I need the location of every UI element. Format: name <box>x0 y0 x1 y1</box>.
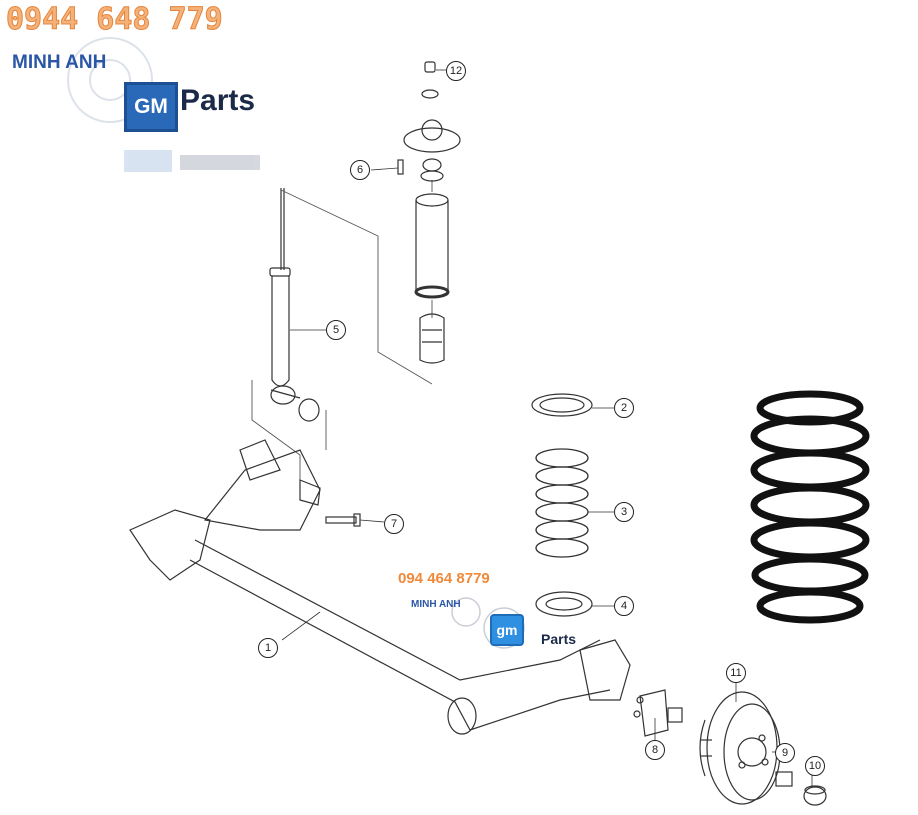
brake-drum <box>699 691 781 805</box>
hub-nut <box>775 771 793 787</box>
rear-axle-beam <box>129 439 631 735</box>
brand-watermark-top: MINH ANH <box>12 52 107 73</box>
callout-1: 1 <box>258 638 278 658</box>
callout-8: 8 <box>645 740 665 760</box>
spring-seat-upper <box>531 393 593 417</box>
logo-reflection <box>124 150 260 172</box>
callout-6: 6 <box>350 160 370 180</box>
bolt <box>325 513 361 527</box>
dust-boot <box>414 193 450 364</box>
shock-absorber <box>269 188 320 422</box>
callout-2: 2 <box>614 398 634 418</box>
callout-7: 7 <box>384 514 404 534</box>
spring-seat-lower <box>535 591 593 617</box>
parts-label-top: Parts <box>180 84 256 117</box>
phone-watermark-top: 0944 648 779 <box>6 2 224 38</box>
callout-11: 11 <box>726 663 746 683</box>
top-mount <box>397 61 461 182</box>
hub-cap <box>803 785 827 806</box>
gm-logo-mid-icon: gm <box>490 614 524 646</box>
parts-label-mid: Parts <box>541 631 577 647</box>
callout-9: 9 <box>775 743 795 763</box>
coil-spring-drawing <box>535 448 589 558</box>
gear-watermark-icon <box>67 37 153 123</box>
phone-watermark-mid: 094 464 8779 <box>398 570 490 587</box>
callout-10: 10 <box>805 756 825 776</box>
brand-watermark-mid: MINH ANH <box>411 599 461 610</box>
callout-12: 12 <box>446 61 466 81</box>
callout-3: 3 <box>614 502 634 522</box>
gear-mid-icon <box>451 597 525 649</box>
callout-5: 5 <box>326 320 346 340</box>
wheel-hub <box>633 689 683 737</box>
callout-4: 4 <box>614 596 634 616</box>
coil-spring-photo <box>750 390 870 624</box>
leader-lines <box>281 69 813 787</box>
gm-logo-icon: GM <box>124 82 178 132</box>
guide-lines <box>251 180 433 488</box>
